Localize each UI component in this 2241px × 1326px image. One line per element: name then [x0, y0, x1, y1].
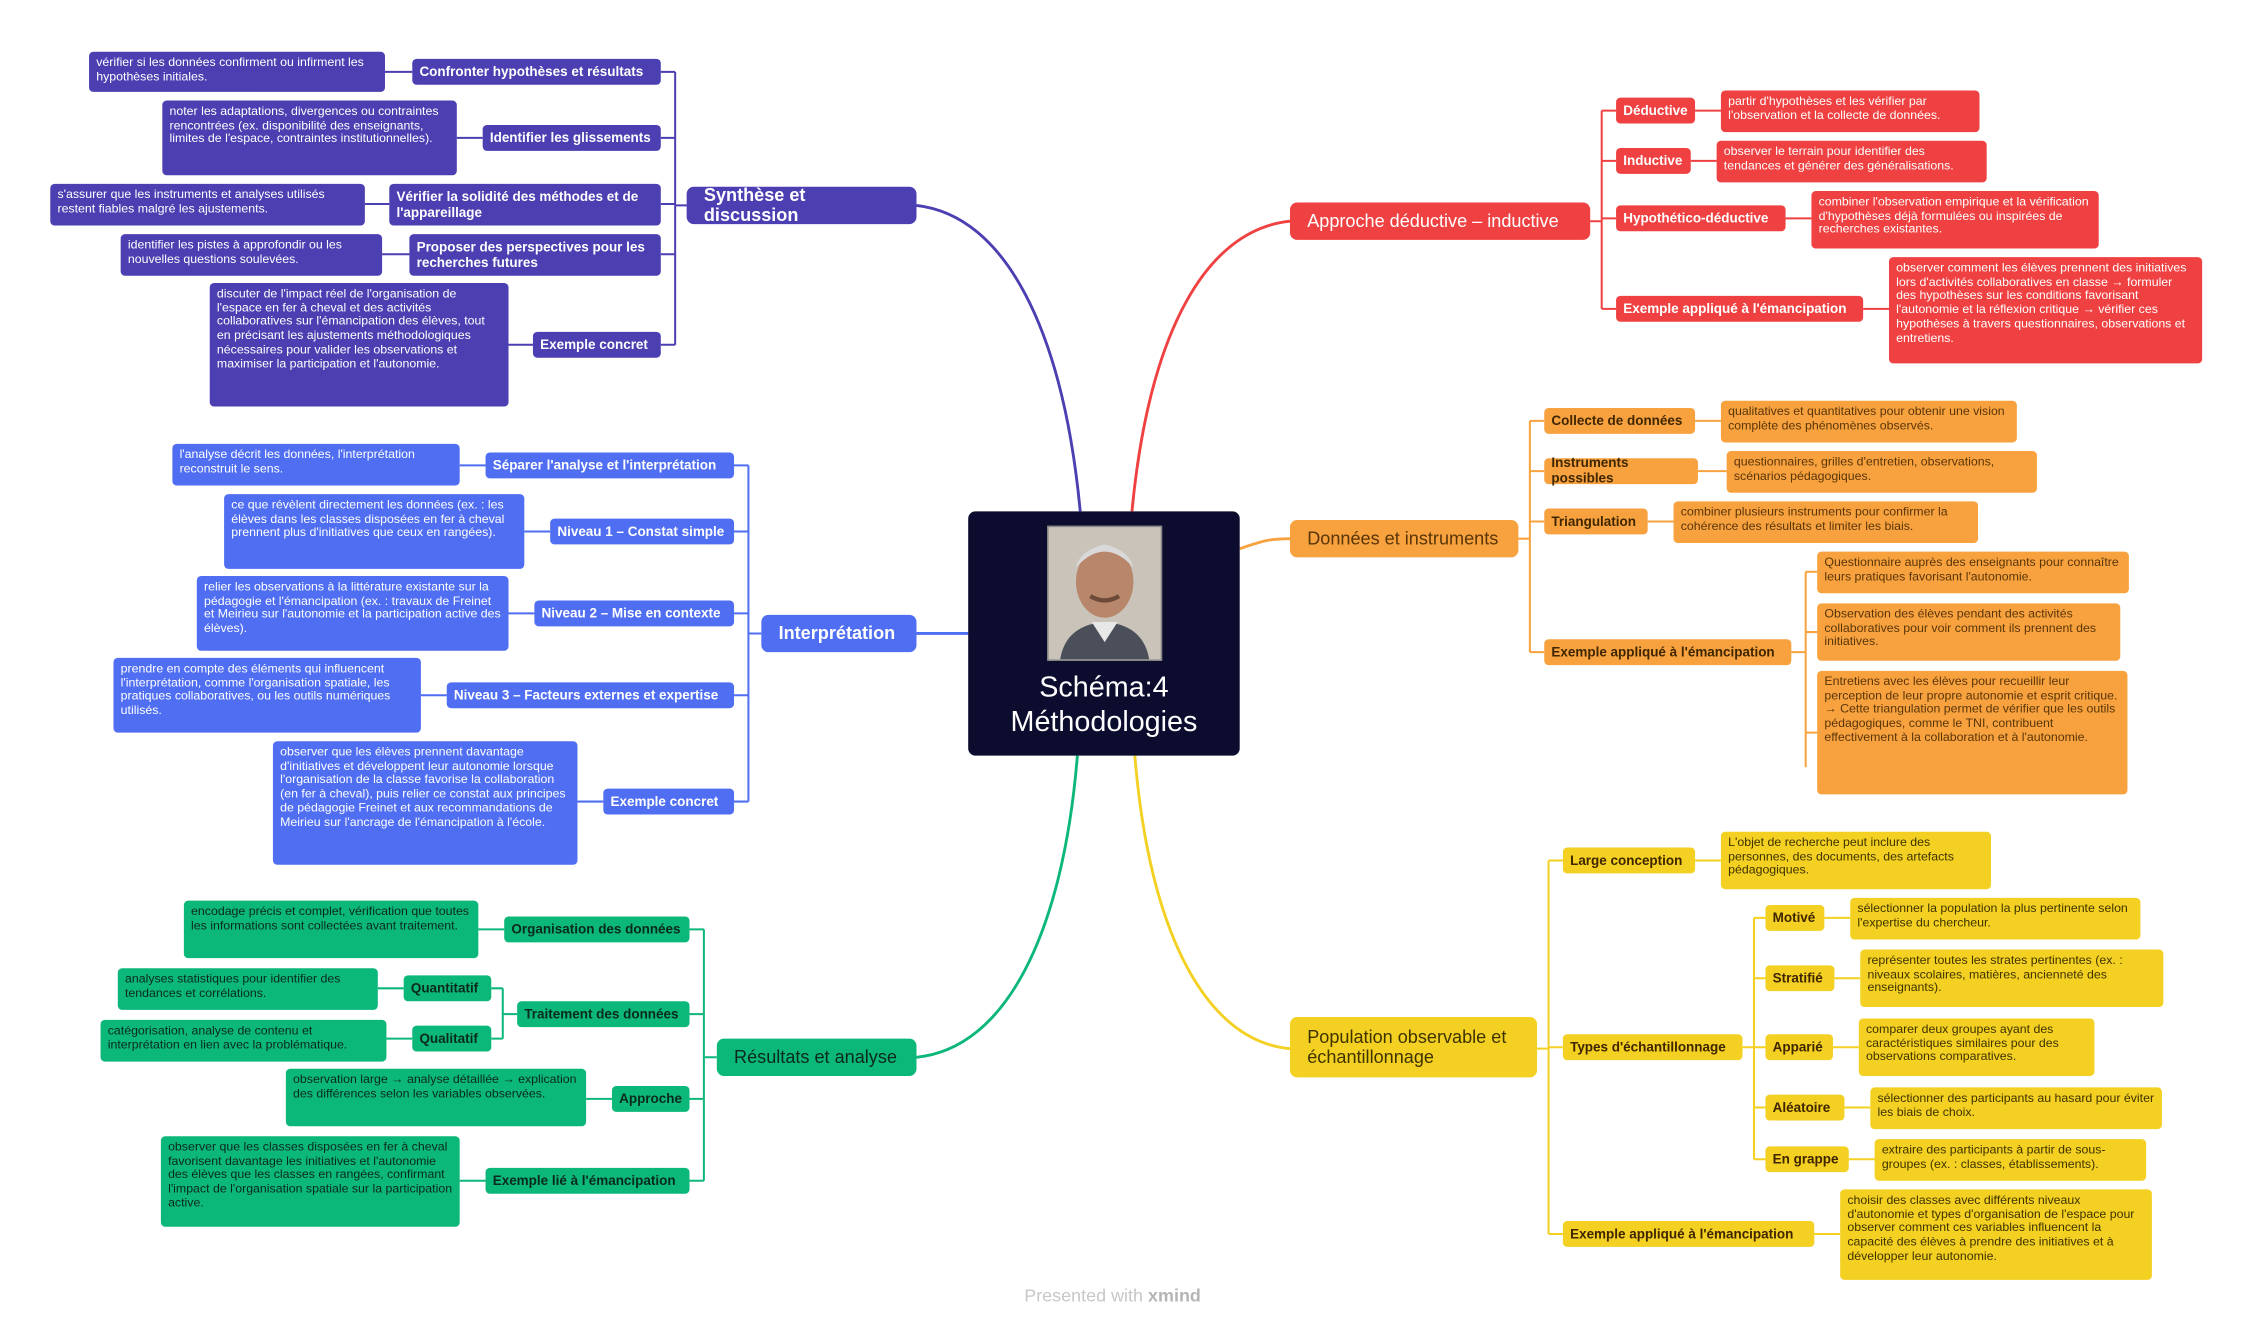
label-exemple-resultats[interactable]: Exemple lié à l'émancipation [485, 1167, 690, 1194]
label-exemple-approche[interactable]: Exemple appliqué à l'émancipation [1616, 295, 1864, 322]
label-hypothetico[interactable]: Hypothético-déductive [1616, 205, 1786, 232]
note-triangulation: combiner plusieurs instruments pour conf… [1673, 501, 1979, 543]
label-aleatoire[interactable]: Aléatoire [1765, 1094, 1845, 1121]
label-en-grappe[interactable]: En grappe [1765, 1146, 1849, 1173]
label-exemple-interpretation[interactable]: Exemple concret [603, 788, 735, 815]
note-confronter: vérifier si les données confirment ou in… [89, 51, 385, 92]
label-exemple-synthese[interactable]: Exemple concret [532, 331, 661, 358]
label-traitement[interactable]: Traitement des données [517, 1001, 690, 1028]
footer-prefix: Presented with [1024, 1285, 1149, 1306]
central-topic[interactable]: Schéma:4 Méthodologies [968, 511, 1240, 756]
note-deductive: partir d'hypothèses et les vérifier par … [1720, 90, 1980, 133]
note-stratifie: représenter toutes les strates pertinent… [1860, 949, 2164, 1007]
label-quantitatif[interactable]: Quantitatif [403, 975, 492, 1002]
link-population [1133, 755, 1291, 1051]
branch-synthese[interactable]: Synthèse et discussion [686, 185, 917, 226]
note-exemple-interpretation: observer que les élèves prennent davanta… [272, 741, 578, 865]
branch-donnees[interactable]: Données et instruments [1289, 520, 1519, 558]
note-solidite: s'assurer que les instruments et analyse… [50, 183, 365, 226]
note-donnees-entretiens: Entretiens avec les élèves pour recueill… [1817, 670, 2128, 795]
link-approche [1130, 219, 1291, 512]
note-donnees-questionnaire: Questionnaire auprès des enseignants pou… [1817, 551, 2129, 594]
label-inductive[interactable]: Inductive [1616, 147, 1691, 174]
note-perspectives: identifier les pistes à approfondir ou l… [120, 234, 383, 276]
xmind-brand[interactable]: xmind [1148, 1285, 1201, 1306]
branch-approche[interactable]: Approche déductive – inductive [1289, 202, 1591, 240]
author-photo [1047, 525, 1163, 661]
link-resultats [916, 755, 1079, 1059]
branch-resultats[interactable]: Résultats et analyse [716, 1038, 917, 1076]
label-apparie[interactable]: Apparié [1765, 1034, 1833, 1061]
label-niveau2[interactable]: Niveau 2 – Mise en contexte [534, 600, 735, 627]
label-perspectives[interactable]: Proposer des perspectives pour les reche… [409, 234, 661, 276]
label-instruments[interactable]: Instruments possibles [1544, 455, 1698, 485]
note-glissements: noter les adaptations, divergences ou co… [162, 100, 457, 176]
note-motive: sélectionner la population la plus perti… [1850, 897, 2141, 940]
note-donnees-observation: Observation des élèves pendant des activ… [1817, 603, 2121, 661]
note-exemple-resultats: observer que les classes disposées en fe… [160, 1136, 460, 1227]
label-niveau3[interactable]: Niveau 3 – Facteurs externes et expertis… [446, 682, 735, 709]
label-organisation[interactable]: Organisation des données [504, 916, 690, 943]
label-deductive[interactable]: Déductive [1616, 97, 1696, 124]
note-niveau1: ce que révèlent directement les données … [224, 494, 525, 569]
central-title: Schéma:4 Méthodologies [1010, 672, 1198, 738]
label-qualitatif[interactable]: Qualitatif [412, 1025, 492, 1052]
note-inductive: observer le terrain pour identifier des … [1716, 140, 1987, 183]
note-instruments: questionnaires, grilles d'entretien, obs… [1726, 451, 2037, 493]
footer-credit: Presented with xmind [1024, 1286, 1201, 1306]
link-donnees [1239, 537, 1290, 551]
label-niveau1[interactable]: Niveau 1 – Constat simple [550, 518, 735, 545]
note-hypothetico: combiner l'observation empirique et la v… [1811, 191, 2099, 249]
note-large-conception: L'objet de recherche peut inclure des pe… [1720, 831, 1991, 890]
note-aleatoire: sélectionner des participants au hasard … [1870, 1087, 2162, 1130]
note-approche-resultats: observation large → analyse détaillée → … [285, 1068, 587, 1127]
label-types-echantillonnage[interactable]: Types d'échantillonnage [1562, 1034, 1743, 1061]
label-large-conception[interactable]: Large conception [1562, 847, 1696, 874]
label-collecte[interactable]: Collecte de données [1544, 407, 1696, 434]
label-solidite[interactable]: Vérifier la solidité des méthodes et de … [389, 183, 661, 226]
branch-interpretation[interactable]: Interprétation [761, 614, 917, 653]
label-motive[interactable]: Motivé [1765, 904, 1825, 931]
label-exemple-population[interactable]: Exemple appliqué à l'émancipation [1562, 1221, 1815, 1247]
label-glissements[interactable]: Identifier les glissements [482, 124, 661, 151]
label-triangulation[interactable]: Triangulation [1544, 508, 1648, 535]
note-apparie: comparer deux groupes ayant des caractér… [1858, 1018, 2095, 1076]
note-niveau2: relier les observations à la littérature… [196, 576, 509, 651]
note-niveau3: prendre en compte des éléments qui influ… [113, 657, 421, 733]
link-synthese [916, 203, 1082, 512]
note-quantitatif: analyses statistiques pour identifier de… [117, 968, 378, 1010]
note-collecte: qualitatives et quantitatives pour obten… [1720, 400, 2017, 443]
label-exemple-donnees[interactable]: Exemple appliqué à l'émancipation [1544, 639, 1792, 666]
note-exemple-approche: observer comment les élèves prennent des… [1888, 257, 2203, 364]
label-stratifie[interactable]: Stratifié [1765, 965, 1835, 992]
label-separer[interactable]: Séparer l'analyse et l'interprétation [485, 452, 735, 479]
note-en-grappe: extraire des participants à partir de so… [1874, 1139, 2147, 1181]
label-confronter[interactable]: Confronter hypothèses et résultats [412, 58, 661, 85]
note-separer: l'analyse décrit les données, l'interpré… [172, 443, 460, 486]
note-exemple-synthese: discuter de l'impact réel de l'organisat… [209, 282, 509, 407]
note-organisation: encodage précis et complet, vérification… [183, 900, 479, 959]
note-qualitatif: catégorisation, analyse de contenu et in… [100, 1019, 387, 1062]
branch-population[interactable]: Population observable et échantillonnage [1289, 1017, 1538, 1078]
label-approche-resultats[interactable]: Approche [611, 1085, 690, 1112]
note-exemple-population: choisir des classes avec différents nive… [1840, 1189, 2152, 1280]
